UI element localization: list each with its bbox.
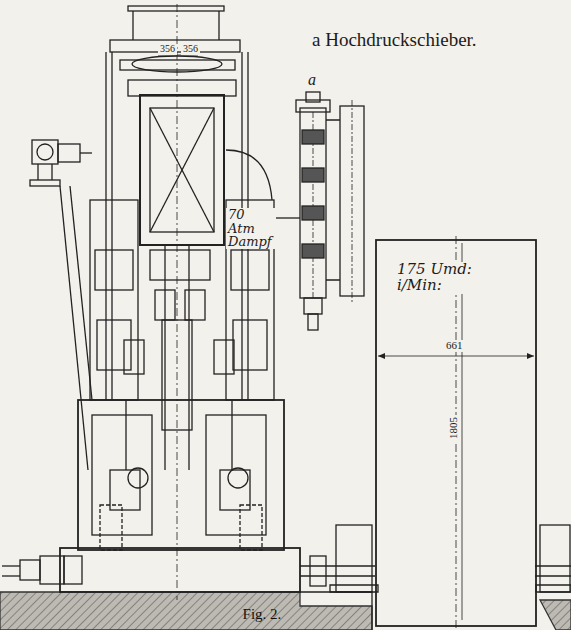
dimension: 1805 xyxy=(448,415,460,441)
dimension: 356 xyxy=(158,44,177,55)
speed-note: 175 Umd: i/Min: xyxy=(395,262,479,294)
dimension: 661 xyxy=(444,340,465,352)
steam-note: 70 Atm Dampf xyxy=(226,208,276,249)
callout-letter: a xyxy=(306,72,318,89)
inset-title: a Hochdruckschieber. xyxy=(310,30,479,50)
dimension: 356 xyxy=(181,44,200,55)
figure-caption: Fig. 2. xyxy=(241,607,284,623)
